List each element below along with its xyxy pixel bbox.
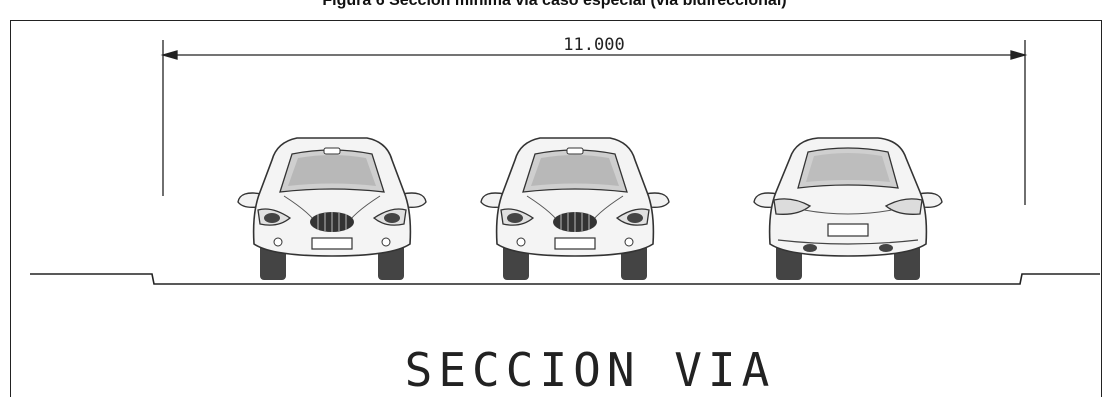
road-profile [30,273,1100,285]
dimension-label: 11.000 [563,35,624,55]
dimension-line [160,40,1028,205]
drawing-frame [10,20,1102,397]
figure-caption: Figura 6 Sección mínima vía caso especia… [322,0,787,9]
section-title: SECCION VIA [405,343,776,397]
car-rear-right [753,137,943,281]
car-front-middle [480,137,670,281]
car-front-left [237,137,427,281]
